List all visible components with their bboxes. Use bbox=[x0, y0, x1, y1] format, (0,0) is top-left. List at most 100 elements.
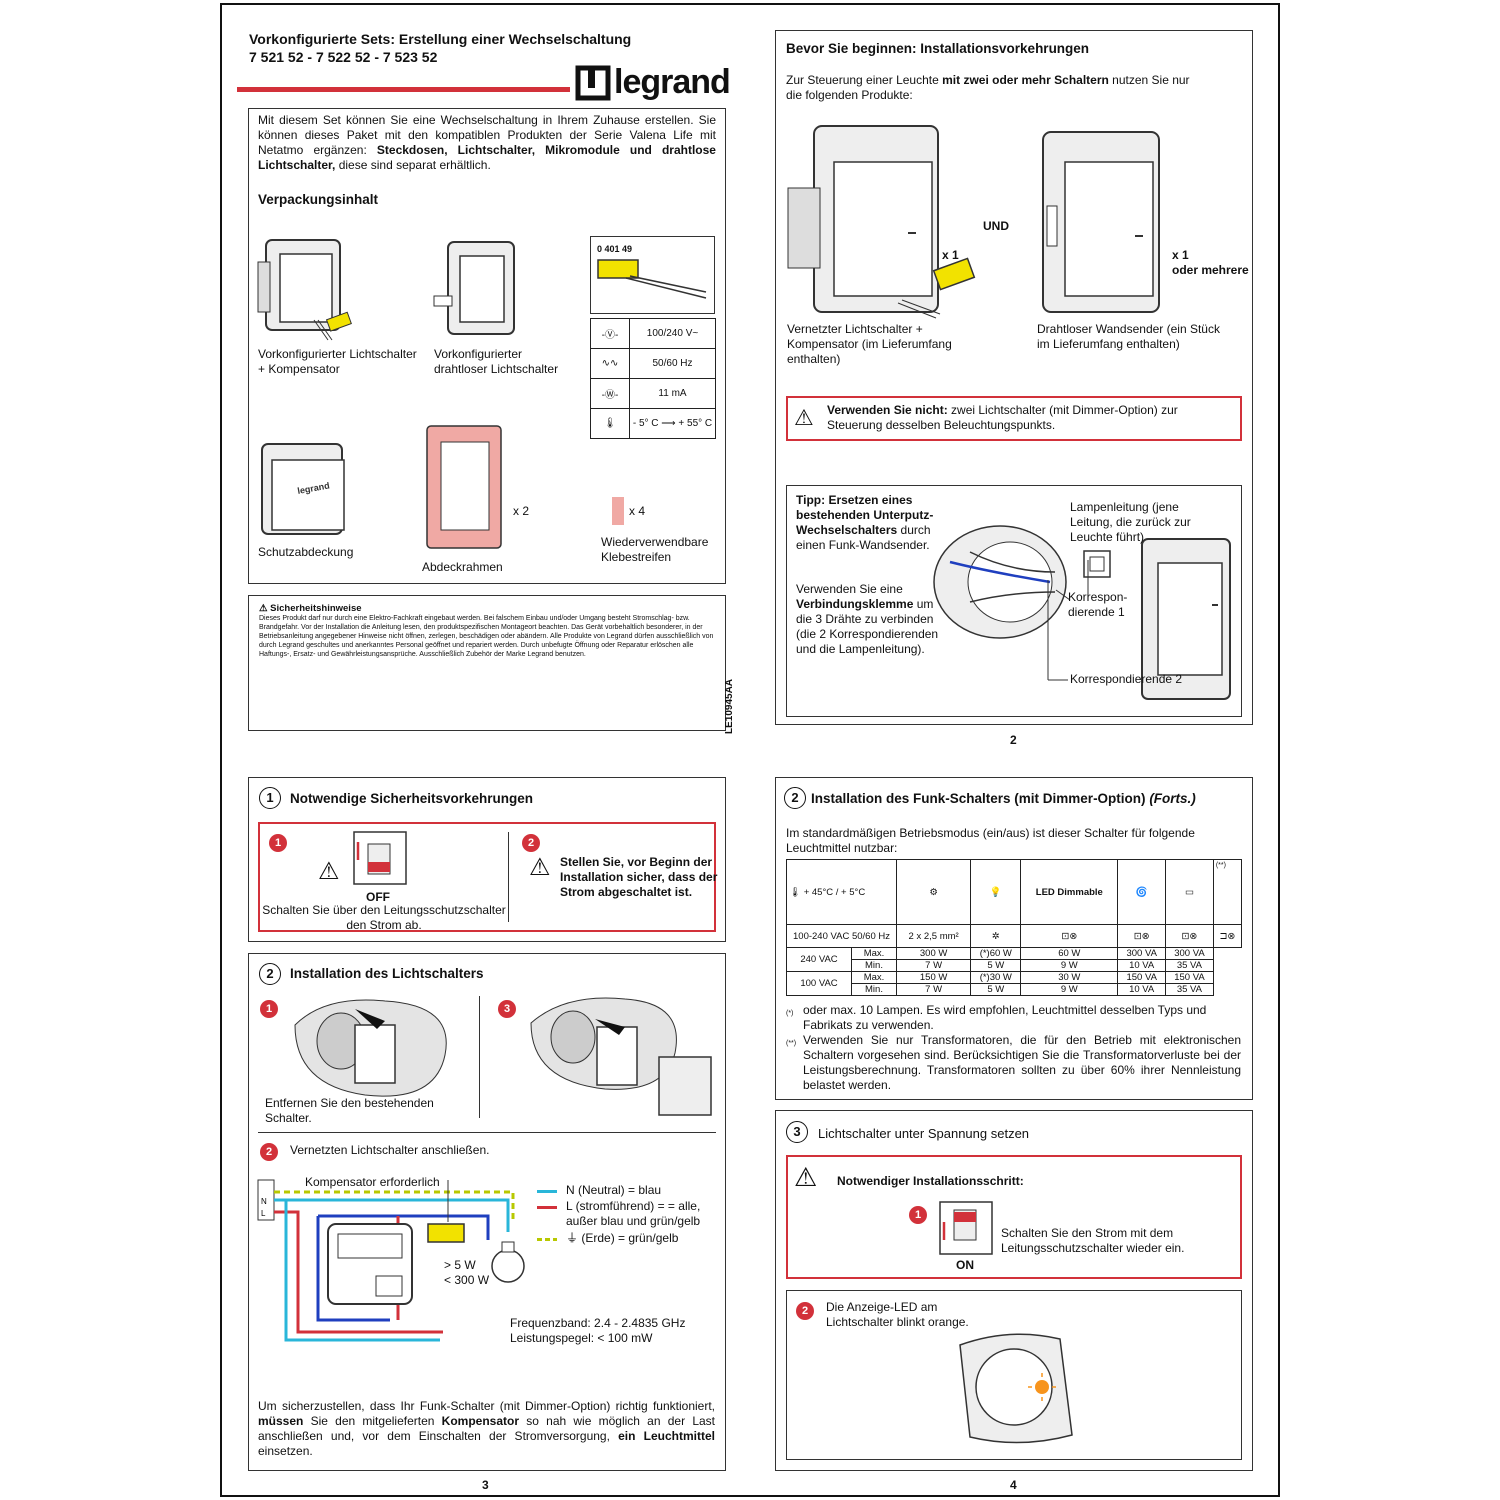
tip2-line3: die 3 Drähte zu verbinden (die 2 Korresp… bbox=[796, 612, 939, 656]
s1-text2: Stellen Sie, vor Beginn der Installation… bbox=[560, 855, 718, 899]
voltage-cell: 100-240 VAC 50/60 Hz bbox=[786, 924, 897, 948]
frequency-info: Frequenzband: 2.4 - 2.4835 GHz Leistungs… bbox=[510, 1316, 686, 1345]
divider bbox=[258, 1132, 716, 1133]
cover-frame-image bbox=[426, 425, 502, 549]
frequency-icon: ∿∿ bbox=[590, 348, 630, 379]
section1-box bbox=[248, 777, 726, 942]
wall-box-image bbox=[933, 525, 1067, 639]
ground-icon: ⏚ bbox=[566, 1231, 579, 1245]
cfl-symbol: ⊡⊗ bbox=[1117, 924, 1167, 948]
legrand-logo-icon bbox=[575, 65, 611, 101]
cfl-icon: 🌀 bbox=[1117, 859, 1167, 925]
protection-cover-image: legrand bbox=[261, 443, 345, 535]
remove-switch-image bbox=[294, 999, 447, 1097]
item2-label: Vorkonfigurierter drahtloser Lichtschalt… bbox=[434, 347, 559, 376]
s1-step2: 2 bbox=[522, 834, 540, 852]
live-swatch bbox=[537, 1206, 557, 1209]
document-sheet bbox=[220, 3, 1280, 1497]
pack-heading: Verpackungsinhalt bbox=[258, 192, 379, 207]
warning-icon: ⚠ bbox=[794, 405, 814, 430]
divider bbox=[479, 996, 480, 1118]
thermometer-icon: 🌡 bbox=[789, 886, 802, 898]
page4-number: 4 bbox=[1010, 1478, 1017, 1492]
page3-footer: Um sicherzustellen, dass Ihr Funk-Schalt… bbox=[258, 1399, 715, 1458]
divider bbox=[508, 832, 509, 922]
qty2-more: oder mehrere bbox=[1172, 263, 1249, 277]
thermometer-icon: 🌡 bbox=[590, 408, 630, 439]
section4-2-number: 2 bbox=[784, 787, 806, 809]
halogen-icon: 💡 bbox=[970, 859, 1022, 925]
transmitter-image bbox=[1141, 538, 1231, 700]
dimmer-switch-image bbox=[959, 1333, 1073, 1444]
warning-box bbox=[786, 396, 1242, 441]
page1-intro: Mit diesem Set können Sie eine Wechselsc… bbox=[258, 113, 716, 172]
off-label: OFF bbox=[366, 890, 390, 904]
compensator-ref: 0 401 49 bbox=[597, 244, 633, 254]
item4-label: Abdeckrahmen bbox=[422, 560, 503, 574]
korr2-label: Korrespondierende 2 bbox=[1070, 672, 1183, 686]
load-table: 🌡 + 45°C / + 5°C ⚙ 💡 LED Dimmable 🌀 ▭ (*… bbox=[786, 859, 1243, 996]
und-label: UND bbox=[983, 219, 1009, 233]
section1-number: 1 bbox=[259, 787, 281, 809]
s1-text: Schalten Sie über den Leitungsschutzscha… bbox=[262, 903, 506, 932]
spec-table: -Ⓥ-100/240 V~ ∿∿50/60 Hz -Ⓦ-11 mA 🌡- 5° … bbox=[590, 318, 716, 439]
earth-swatch bbox=[537, 1238, 557, 1241]
section4-2-title: Installation des Funk-Schalters (mit Dim… bbox=[811, 791, 1196, 806]
voltage-icon: -Ⓥ- bbox=[590, 318, 630, 349]
note2-text: Verwenden Sie nur Transformatoren, die f… bbox=[803, 1033, 1241, 1092]
compensator-image bbox=[597, 259, 707, 299]
s3-step2: 2 bbox=[796, 1302, 814, 1320]
red-rule bbox=[237, 87, 570, 92]
note2-mark: (**) bbox=[786, 1040, 797, 1047]
s3-step1: 1 bbox=[909, 1206, 927, 1224]
section3-redbox bbox=[786, 1155, 1242, 1279]
remove-label: Entfernen Sie den bestehenden Schalter. bbox=[265, 1096, 434, 1125]
wireless-switch-image bbox=[433, 241, 515, 335]
page1-title: Vorkonfigurierte Sets: Erstellung einer … bbox=[249, 31, 632, 47]
compensator-required: Kompensator erforderlich bbox=[305, 1175, 440, 1189]
warning-icon: ⚠ bbox=[794, 1162, 818, 1192]
install-switch-image bbox=[530, 997, 712, 1116]
tip-line3: Wechselschalters durch bbox=[796, 523, 931, 537]
power-range: > 5 W < 300 W bbox=[444, 1258, 490, 1287]
breaker-on-icon bbox=[939, 1201, 993, 1255]
temperature-cell: 🌡 + 45°C / + 5°C bbox=[786, 859, 897, 925]
connect-label: Vernetzten Lichtschalter anschließen. bbox=[290, 1143, 490, 1157]
warning-icon: ⚠ bbox=[529, 854, 551, 881]
section2-number: 2 bbox=[259, 963, 281, 985]
safety-box bbox=[248, 595, 726, 731]
on-label: ON bbox=[956, 1258, 974, 1272]
item5-label: Wiederverwendbare Klebestreifen bbox=[601, 535, 709, 564]
legend-neutral: N (Neutral) = blau bbox=[566, 1183, 662, 1197]
page3-number: 3 bbox=[482, 1478, 489, 1492]
s2-step1: 1 bbox=[260, 1000, 278, 1018]
wire-cell: 2 x 2,5 mm² bbox=[895, 924, 972, 948]
section2-title: Installation des Lichtschalters bbox=[290, 966, 484, 981]
networked-switch-image bbox=[787, 125, 976, 319]
switch-compensator-image bbox=[257, 239, 352, 341]
safety-text: Dieses Produkt darf nur durch eine Elekt… bbox=[259, 615, 714, 658]
tip2-line1: Verwenden Sie eine bbox=[796, 582, 903, 596]
s3-text1: Schalten Sie den Strom mit dem Leitungss… bbox=[1001, 1226, 1185, 1255]
page2-heading: Bevor Sie beginnen: Installationsvorkehr… bbox=[786, 41, 1090, 56]
page1-refs: 7 521 52 - 7 522 52 - 7 523 52 bbox=[249, 49, 438, 65]
legend-live: L (stromführend) = = alle, außer blau un… bbox=[566, 1199, 701, 1228]
section3-title: Lichtschalter unter Spannung setzen bbox=[818, 1126, 1030, 1141]
item3-label: Schutzabdeckung bbox=[258, 545, 354, 559]
tip-line1: Tipp: Ersetzen eines bbox=[796, 493, 913, 507]
note1-text: oder max. 10 Lampen. Es wird empfohlen, … bbox=[803, 1003, 1207, 1032]
warning-text: Verwenden Sie nicht: zwei Lichtschalter … bbox=[827, 403, 1178, 432]
terminal-n: N bbox=[261, 1197, 267, 1206]
transformer-icon: ▭ bbox=[1165, 859, 1214, 925]
neutral-swatch bbox=[537, 1190, 557, 1193]
s1-step1: 1 bbox=[269, 834, 287, 852]
s2-step3: 3 bbox=[498, 1000, 516, 1018]
current-icon: -Ⓦ- bbox=[590, 378, 630, 409]
legrand-logo-text: legrand bbox=[614, 63, 731, 101]
callout-lines bbox=[1047, 560, 1089, 681]
tip-line4: einen Funk-Wandsender. bbox=[796, 538, 930, 552]
electronic-symbol: ⊐⊗ bbox=[1212, 924, 1243, 948]
qty1: x 1 bbox=[942, 248, 959, 262]
tip-line2: bestehenden Unterputz- bbox=[796, 508, 934, 522]
terminal-l: L bbox=[261, 1209, 266, 1218]
